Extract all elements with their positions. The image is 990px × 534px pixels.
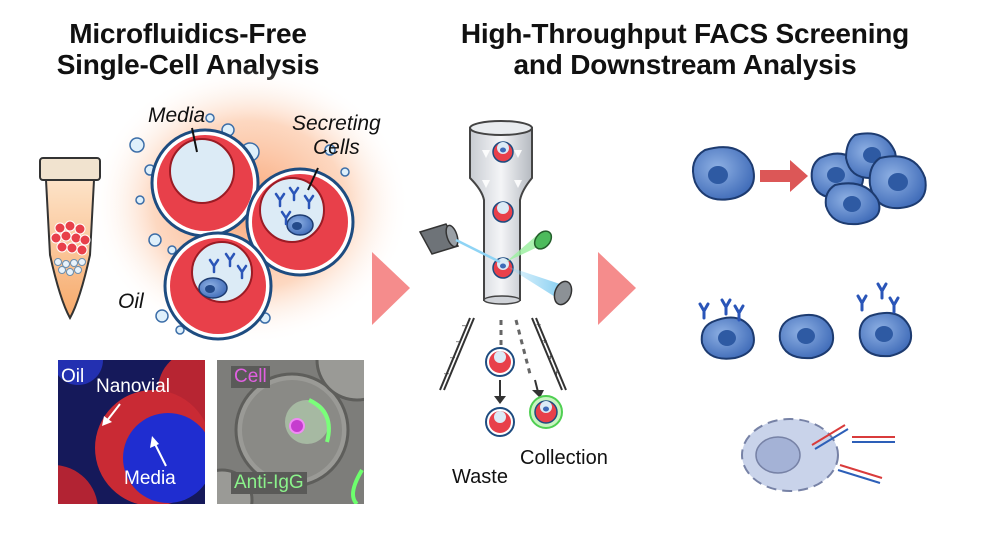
cell-icon [700,316,755,360]
nanovial-icon [529,395,563,429]
secreting-cells-label: Secreting Cells [292,112,381,159]
laser-icon [418,223,501,264]
media-label: Media [148,104,206,127]
oil-label: Oil [61,366,85,387]
cell-icon [858,312,912,358]
cell-label: Cell [231,366,270,388]
facs-channel [469,120,533,305]
droplet-trails [499,319,532,375]
svg-text:–: – [462,320,467,330]
nanovial-icon [245,167,355,277]
svg-text:+: + [542,336,547,346]
svg-text:+: + [536,320,541,330]
right-section-title: High-Throughput FACS Screening and Downs… [460,18,910,80]
antibody-icon [274,186,315,226]
nanovial-icon [163,231,273,341]
nanovial-icon [485,407,515,437]
lysed-cell-icon [741,418,839,492]
svg-text:+: + [554,368,559,378]
arrow-icon [598,252,636,325]
collection-label: Collection [520,447,608,469]
antibody-icon [698,282,900,322]
svg-text:–: – [444,368,449,378]
media-label: Media [124,468,176,489]
waste-label: Waste [452,466,508,488]
nanovial-label: Nanovial [96,376,170,397]
nanovial-micrograph: Oil Nanovial Media [58,360,205,504]
svg-text:+: + [548,352,553,362]
tube-icon [39,157,101,321]
detector-icon [553,280,573,306]
left-section-title: Microfluidics-Free Single-Cell Analysis [56,18,320,80]
svg-text:–: – [450,352,455,362]
deflection-plates: –––– ++++ [439,317,567,391]
scatter-beam [506,266,560,300]
media-pointer [191,127,198,153]
nanovial-icon [485,347,515,377]
cell-cluster [810,132,927,226]
antibody-icon [208,252,248,280]
nanovial-icon [150,128,260,238]
svg-text:–: – [456,336,461,346]
cell-icon [692,146,755,201]
anti-igg-label: Anti-IgG [231,472,307,494]
cell-micrograph: Cell Anti-IgG [217,360,364,504]
oil-label: Oil [118,290,144,313]
detector-icon [533,230,553,250]
secreting-pointer [307,167,319,191]
arrow-icon [372,252,410,325]
arrow-icon [760,160,808,192]
cell-icon [778,314,834,360]
dna-icon [811,424,895,484]
